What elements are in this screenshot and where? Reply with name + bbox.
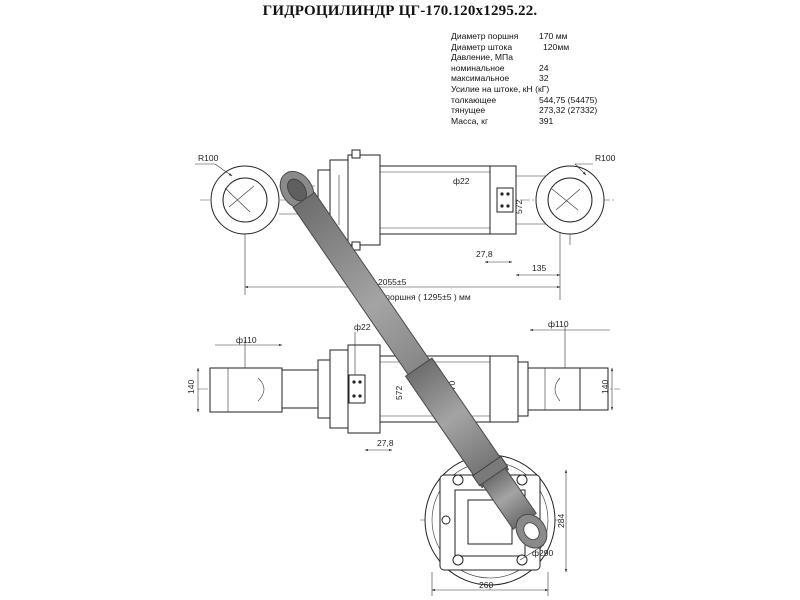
- spec-label: Масса, кг: [451, 115, 489, 126]
- spec-label: тянущее: [451, 105, 486, 116]
- left-clevis-mid: [209, 367, 319, 413]
- d278-mid-label: 27,8: [377, 438, 394, 448]
- spec-value: 170 мм: [539, 31, 568, 41]
- front-head-top: [317, 149, 381, 251]
- right-eye-top: [535, 165, 605, 235]
- spec-label: номинальное: [451, 62, 505, 73]
- phi290-label: ф290: [532, 548, 553, 558]
- d260-label: 260: [479, 580, 493, 590]
- middle-view: ф110 ф22 ф110 140 572 ф270 140 27,8: [186, 319, 620, 452]
- d135-label: 135: [532, 263, 546, 273]
- page-title: ГИДРОЦИЛИНДР ЦГ-170.120х1295.22.: [262, 3, 538, 19]
- radius-right-label: R100: [595, 153, 616, 163]
- spec-label: Давление, МПа: [451, 52, 513, 63]
- spec-label: Диаметр поршня: [451, 31, 519, 41]
- spec-value: 544,75 (54475): [539, 94, 598, 105]
- phi110-right-label: ф110: [548, 319, 569, 329]
- phi110-left-label: ф110: [236, 335, 257, 345]
- spec-label: максимальное: [451, 73, 510, 84]
- phi22-mid-label: ф22: [354, 322, 371, 332]
- total-length-label: 2055±5: [378, 277, 407, 287]
- spec-value: 32: [539, 73, 549, 84]
- d140-left-label: 140: [186, 380, 196, 394]
- rear-head-top: [489, 165, 560, 235]
- end-view: 284 ф290 260: [420, 454, 568, 596]
- d284-label: 284: [556, 514, 566, 528]
- spec-value: 391: [539, 115, 554, 126]
- rear-head-mid: [489, 355, 609, 423]
- top-view: R100 R100 ф22 572 27,8 135 2055±5 Ход по…: [195, 149, 616, 302]
- d572-mid-label: 572: [394, 386, 404, 400]
- spec-label: Диаметр штока: [451, 41, 513, 52]
- spec-label: толкающее: [451, 94, 497, 105]
- spec-value: 24: [539, 62, 549, 73]
- left-eye-top: [210, 165, 315, 235]
- front-head-mid: [317, 344, 381, 434]
- stroke-label: Ход поршня ( 1295±5 ) мм: [368, 292, 471, 302]
- spec-value: 120мм: [543, 41, 570, 52]
- d572-top-label: 572: [514, 200, 524, 214]
- phi22-top-label: ф22: [453, 176, 470, 186]
- spec-label: Усилие на штоке, кН (кГ): [451, 83, 550, 94]
- spec-value: 273,32 (27332): [539, 105, 598, 116]
- tube-top: [379, 165, 491, 235]
- radius-left-label: R100: [198, 153, 219, 163]
- d278-top-label: 27,8: [476, 249, 493, 259]
- top-view-dimensions: R100 R100 ф22 572 27,8 135 2055±5 Ход по…: [195, 153, 616, 302]
- d140-right-label: 140: [600, 380, 610, 394]
- cylinder-3d-render: [279, 170, 548, 549]
